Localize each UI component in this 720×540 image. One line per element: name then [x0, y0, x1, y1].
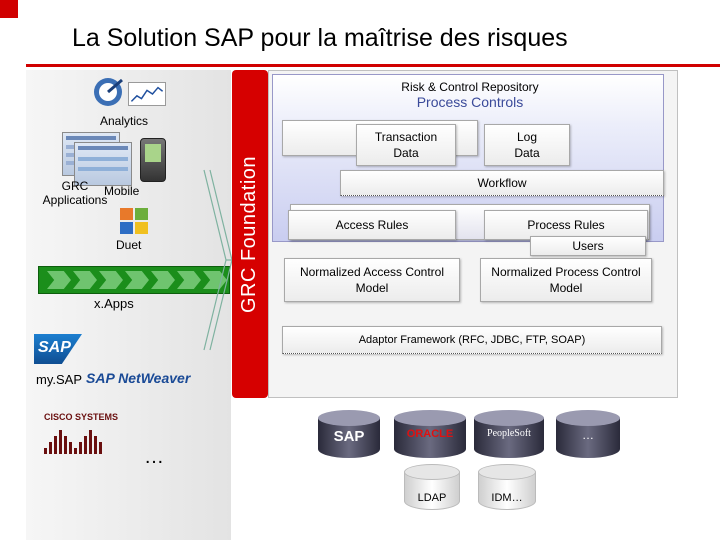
normalized-process-model-box: Normalized Process Control Model	[480, 258, 652, 302]
cisco-logo-bars	[44, 428, 104, 454]
idm-label: IDM…	[491, 492, 523, 504]
analytics-chart-icon	[128, 82, 166, 106]
sap-database: SAP	[318, 410, 380, 458]
transaction-data-box: Transaction Data	[356, 124, 456, 166]
cisco-logo-text: CISCO SYSTEMS	[44, 412, 119, 422]
red-corner-accent	[0, 0, 18, 18]
mysap-label: my.SAP	[36, 372, 82, 387]
mobile-device-icon	[140, 138, 166, 182]
grc-foundation-bar	[232, 70, 268, 398]
other-database: …	[556, 410, 620, 458]
analytics-logo-icon	[94, 78, 123, 106]
netweaver-logo: SAP NetWeaver	[86, 370, 191, 386]
analytics-label: Analytics	[100, 114, 149, 128]
more-apps-ellipsis: …	[144, 446, 164, 468]
grc-applications-label: GRC Applications	[42, 179, 108, 207]
slide-title: La Solution SAP pour la maîtrise des ris…	[72, 24, 568, 52]
title-rule	[26, 64, 720, 67]
peoplesoft-database-label: PeopleSoft	[487, 428, 531, 439]
repository-title: Risk & Control Repository	[401, 80, 539, 94]
other-database-label: …	[582, 428, 594, 442]
access-rules-box: Access Rules	[288, 210, 456, 240]
grc-foundation-label-wrap: GRC Foundation	[232, 70, 268, 398]
repository-subtitle: Process Controls	[416, 94, 524, 110]
duet-label: Duet	[116, 238, 142, 252]
peoplesoft-database: PeopleSoft	[474, 410, 544, 458]
idm-database	[478, 464, 536, 510]
adaptor-framework-box: Adaptor Framework (RFC, JDBC, FTP, SOAP)	[282, 326, 662, 354]
normalized-access-model-box: Normalized Access Control Model	[284, 258, 460, 302]
xapps-label: x.Apps	[94, 296, 134, 311]
oracle-database: ORACLE	[394, 410, 466, 458]
grc-foundation-label: GRC Foundation	[238, 155, 261, 313]
office-duet-icon	[120, 208, 148, 234]
log-data-box: Log Data	[484, 124, 570, 166]
workflow-box: Workflow	[340, 170, 664, 196]
xapps-process-band	[38, 266, 230, 294]
grc-app-screenshot-2	[74, 142, 132, 186]
sap-database-label: SAP	[333, 428, 365, 445]
oracle-database-label: ORACLE	[406, 428, 454, 440]
mobile-label: Mobile	[104, 184, 140, 198]
process-rules-box: Process Rules	[484, 210, 648, 240]
ldap-label: LDAP	[417, 492, 447, 504]
sap-logo-text: SAP	[38, 339, 71, 356]
ldap-database	[404, 464, 460, 510]
sap-logo: SAP	[34, 334, 82, 364]
users-box: Users	[530, 236, 646, 256]
